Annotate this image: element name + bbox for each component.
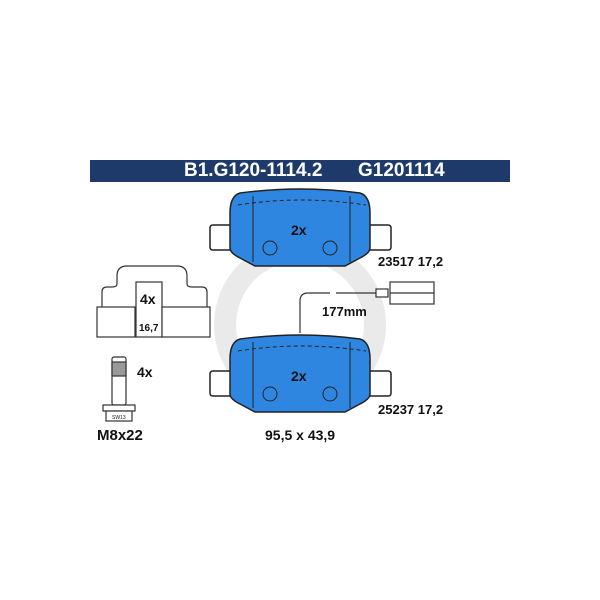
top-pad-spec: 23517 17,2 xyxy=(378,254,443,269)
part-number: B1.G120-1114.2 xyxy=(184,160,323,181)
clip-width: 16,7 xyxy=(139,323,159,334)
bottom-brake-pad xyxy=(209,334,392,413)
bolt-head-mark: SW13 xyxy=(112,415,126,421)
clip-quantity: 4x xyxy=(140,291,156,307)
bolt-icon xyxy=(102,356,136,422)
retaining-clip xyxy=(96,265,211,338)
pad-dimensions: 95,5 x 43,9 xyxy=(265,427,335,443)
bolt-quantity: 4x xyxy=(137,364,153,380)
bottom-pad-quantity: 2x xyxy=(291,368,307,384)
top-pad-quantity: 2x xyxy=(291,222,307,238)
top-brake-pad xyxy=(209,188,392,267)
bottom-pad-spec: 25237 17,2 xyxy=(378,402,443,417)
short-code: G1201114 xyxy=(358,160,445,181)
bolt-size: M8x22 xyxy=(97,427,143,444)
wear-sensor xyxy=(299,281,435,333)
sensor-length: 177mm xyxy=(322,304,367,319)
header-banner: B1.G120-1114.2 G1201114 xyxy=(90,160,510,182)
